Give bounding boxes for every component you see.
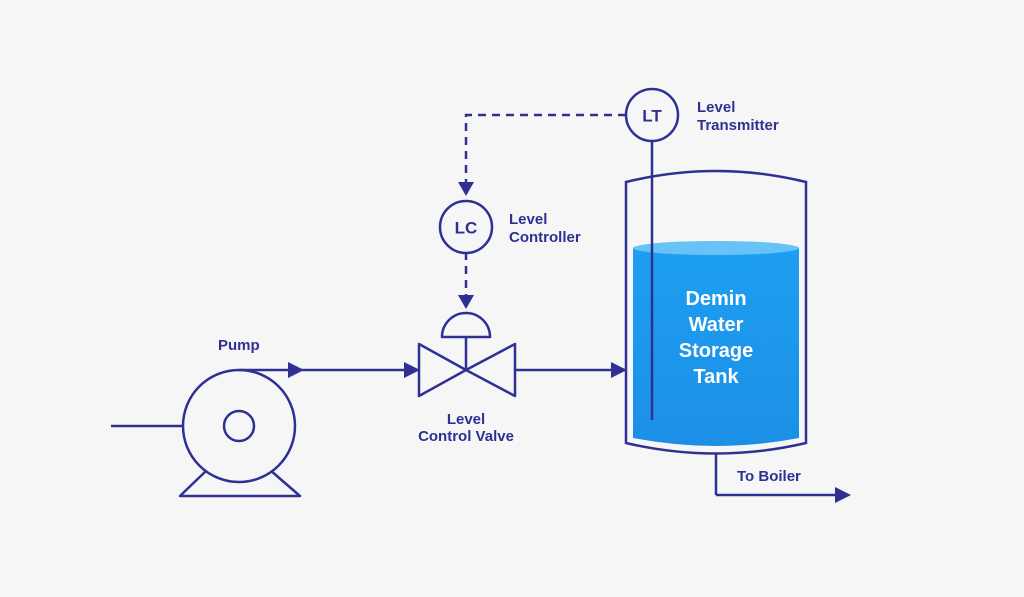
signal-lc-to-valve (458, 252, 474, 309)
signal-lt-to-lc (458, 113, 626, 196)
pump-casing (181, 368, 297, 484)
lt-tag: LT (642, 107, 662, 126)
lc-bubble (438, 199, 494, 255)
lt-label-line1: Level (697, 99, 735, 116)
lc-label-line1: Level (509, 211, 547, 228)
lc-label-line2: Controller (509, 229, 581, 246)
lt-bubble (624, 87, 680, 143)
tank-label-line2: Water (689, 314, 744, 336)
tank-water (633, 248, 799, 446)
tank-label-line1: Demin (685, 288, 746, 310)
pump[interactable]: Pump (111, 337, 302, 498)
demin-water-storage-tank[interactable]: Demin Water Storage Tank (624, 169, 808, 495)
lc-tag: LC (455, 219, 478, 238)
valve-actuator (440, 311, 492, 339)
outlet-label: To Boiler (737, 468, 801, 485)
line-valve-to-tank (515, 362, 627, 378)
lt-label-line2: Transmitter (697, 117, 779, 134)
valve-label-line2: Control Valve (418, 428, 514, 445)
tank-water-surface (633, 241, 799, 255)
outlet-to-boiler: To Boiler (716, 468, 851, 503)
tank-label-line4: Tank (693, 366, 739, 388)
valve-body-right (464, 342, 517, 398)
valve-body-left (417, 342, 468, 398)
valve-label-line1: Level (447, 411, 485, 428)
level-control-valve[interactable]: Level Control Valve (417, 311, 517, 445)
pump-impeller (222, 409, 256, 443)
level-transmitter[interactable]: LT Level Transmitter (624, 87, 779, 420)
line-pump-to-valve (239, 362, 420, 378)
tank-label-line3: Storage (679, 340, 753, 362)
tank-shell (624, 169, 808, 455)
level-controller[interactable]: LC Level Controller (438, 199, 581, 255)
pump-label: Pump (218, 337, 260, 354)
